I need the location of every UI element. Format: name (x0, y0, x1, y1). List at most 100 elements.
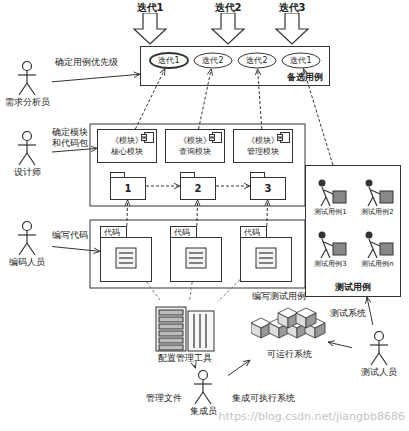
actor-body (26, 230, 27, 243)
shape-icon (191, 370, 215, 406)
shape-icon (15, 221, 39, 257)
block-arrow (276, 13, 308, 44)
shape-icon (132, 13, 168, 45)
connector (266, 200, 268, 226)
cube-face (278, 313, 288, 328)
file-icon (186, 248, 206, 268)
shape-icon (314, 177, 348, 207)
actor-arms (18, 144, 36, 145)
test-box (380, 191, 393, 203)
cabinet-drawer (159, 317, 183, 322)
person-leg (373, 249, 377, 258)
node-text: 代码 (104, 227, 120, 238)
code-file: 代码 (170, 226, 222, 282)
person-leg (321, 249, 326, 258)
node-text: 备选用例 (287, 72, 323, 83)
actor-leg (203, 392, 211, 404)
actor-head (23, 221, 32, 230)
actor: 设计师 (2, 128, 52, 180)
actor-arms (18, 234, 36, 235)
ellipse-outline (238, 53, 276, 68)
person-leg (326, 249, 330, 258)
package-body (241, 238, 292, 282)
actor-leg (19, 153, 27, 165)
package-body (101, 238, 152, 282)
package-tab (171, 227, 197, 238)
component-port (210, 135, 215, 138)
edge-label: 编写测试用例 (252, 291, 314, 302)
cabinet-drawer (159, 310, 183, 315)
package-body (251, 178, 286, 200)
file-icon (116, 248, 136, 268)
test-case-box: 测试用例测试用例1测试用例2测试用例3测试用例n (305, 165, 401, 297)
use-case-ellipse: 迭代2 (193, 52, 233, 69)
person-head (318, 179, 325, 186)
person-leg (321, 197, 326, 206)
node-text: 代码 (244, 227, 260, 238)
file-icon (256, 248, 276, 268)
node-text: 测试用例n (361, 259, 393, 270)
edge-label: 集成可执行系统 (232, 393, 304, 404)
person-leg (326, 197, 330, 206)
runnable-system: 可运行系统 (250, 305, 328, 361)
test-case: 测试用例3 (308, 224, 353, 274)
connector (52, 247, 100, 252)
person-arm (371, 242, 380, 246)
actor-leg (27, 243, 35, 255)
file-line (189, 252, 203, 253)
component-port (278, 135, 283, 138)
shape-icon (15, 61, 39, 97)
panel-line (199, 314, 200, 348)
block-arrow (212, 13, 244, 44)
package-tab (181, 173, 195, 178)
component-port (210, 138, 215, 141)
connector (328, 342, 352, 348)
file-line (259, 262, 273, 263)
module-container (90, 124, 305, 206)
person-leg (373, 197, 377, 206)
edge-label: 管理文件 (146, 393, 188, 404)
cube-face (306, 313, 316, 328)
file-line (119, 262, 133, 263)
edge-label: 确定用例优先级 (55, 57, 135, 68)
actor-leg (379, 353, 387, 365)
actor-head (375, 331, 384, 340)
connector (52, 74, 140, 82)
shape-icon (314, 229, 348, 259)
connector (367, 297, 373, 325)
iteration-arrow: 迭代3 (272, 2, 312, 48)
node-text: 代码 (174, 227, 190, 238)
node-text: 《模块》 (247, 135, 279, 146)
person-arm (324, 190, 333, 194)
file-line (119, 252, 133, 253)
actor-head (199, 370, 208, 379)
shape-icon (361, 229, 395, 259)
person-body (322, 187, 326, 197)
test-case: 测试用例2 (355, 172, 400, 222)
test-box (333, 243, 346, 255)
connector (147, 282, 160, 300)
node-text: 迭代1 (137, 2, 164, 13)
ellipse-outline (150, 53, 188, 68)
actor-body (378, 340, 379, 353)
node-text: 2 (195, 178, 202, 194)
shape-icon (154, 305, 216, 353)
connector (196, 200, 198, 226)
iteration-arrow: 迭代1 (130, 2, 170, 48)
cabinet-drawer (159, 338, 183, 343)
package-tab (101, 227, 127, 238)
shape-icon (210, 13, 246, 45)
actor: 编码人员 (2, 218, 52, 270)
module-box: 《模块》核心模块 (97, 129, 157, 163)
person-leg (368, 249, 373, 258)
node-text: 测试用例1 (314, 207, 346, 218)
use-case-ellipse: 迭代1 (149, 52, 189, 69)
cabinet-panel (188, 311, 214, 351)
package-body (171, 238, 222, 282)
code-file: 代码 (100, 226, 152, 282)
connector (52, 148, 97, 152)
node-text: 迭代2 (246, 55, 267, 66)
actor-arms (18, 74, 36, 75)
node-text: 核心模块 (111, 146, 143, 157)
